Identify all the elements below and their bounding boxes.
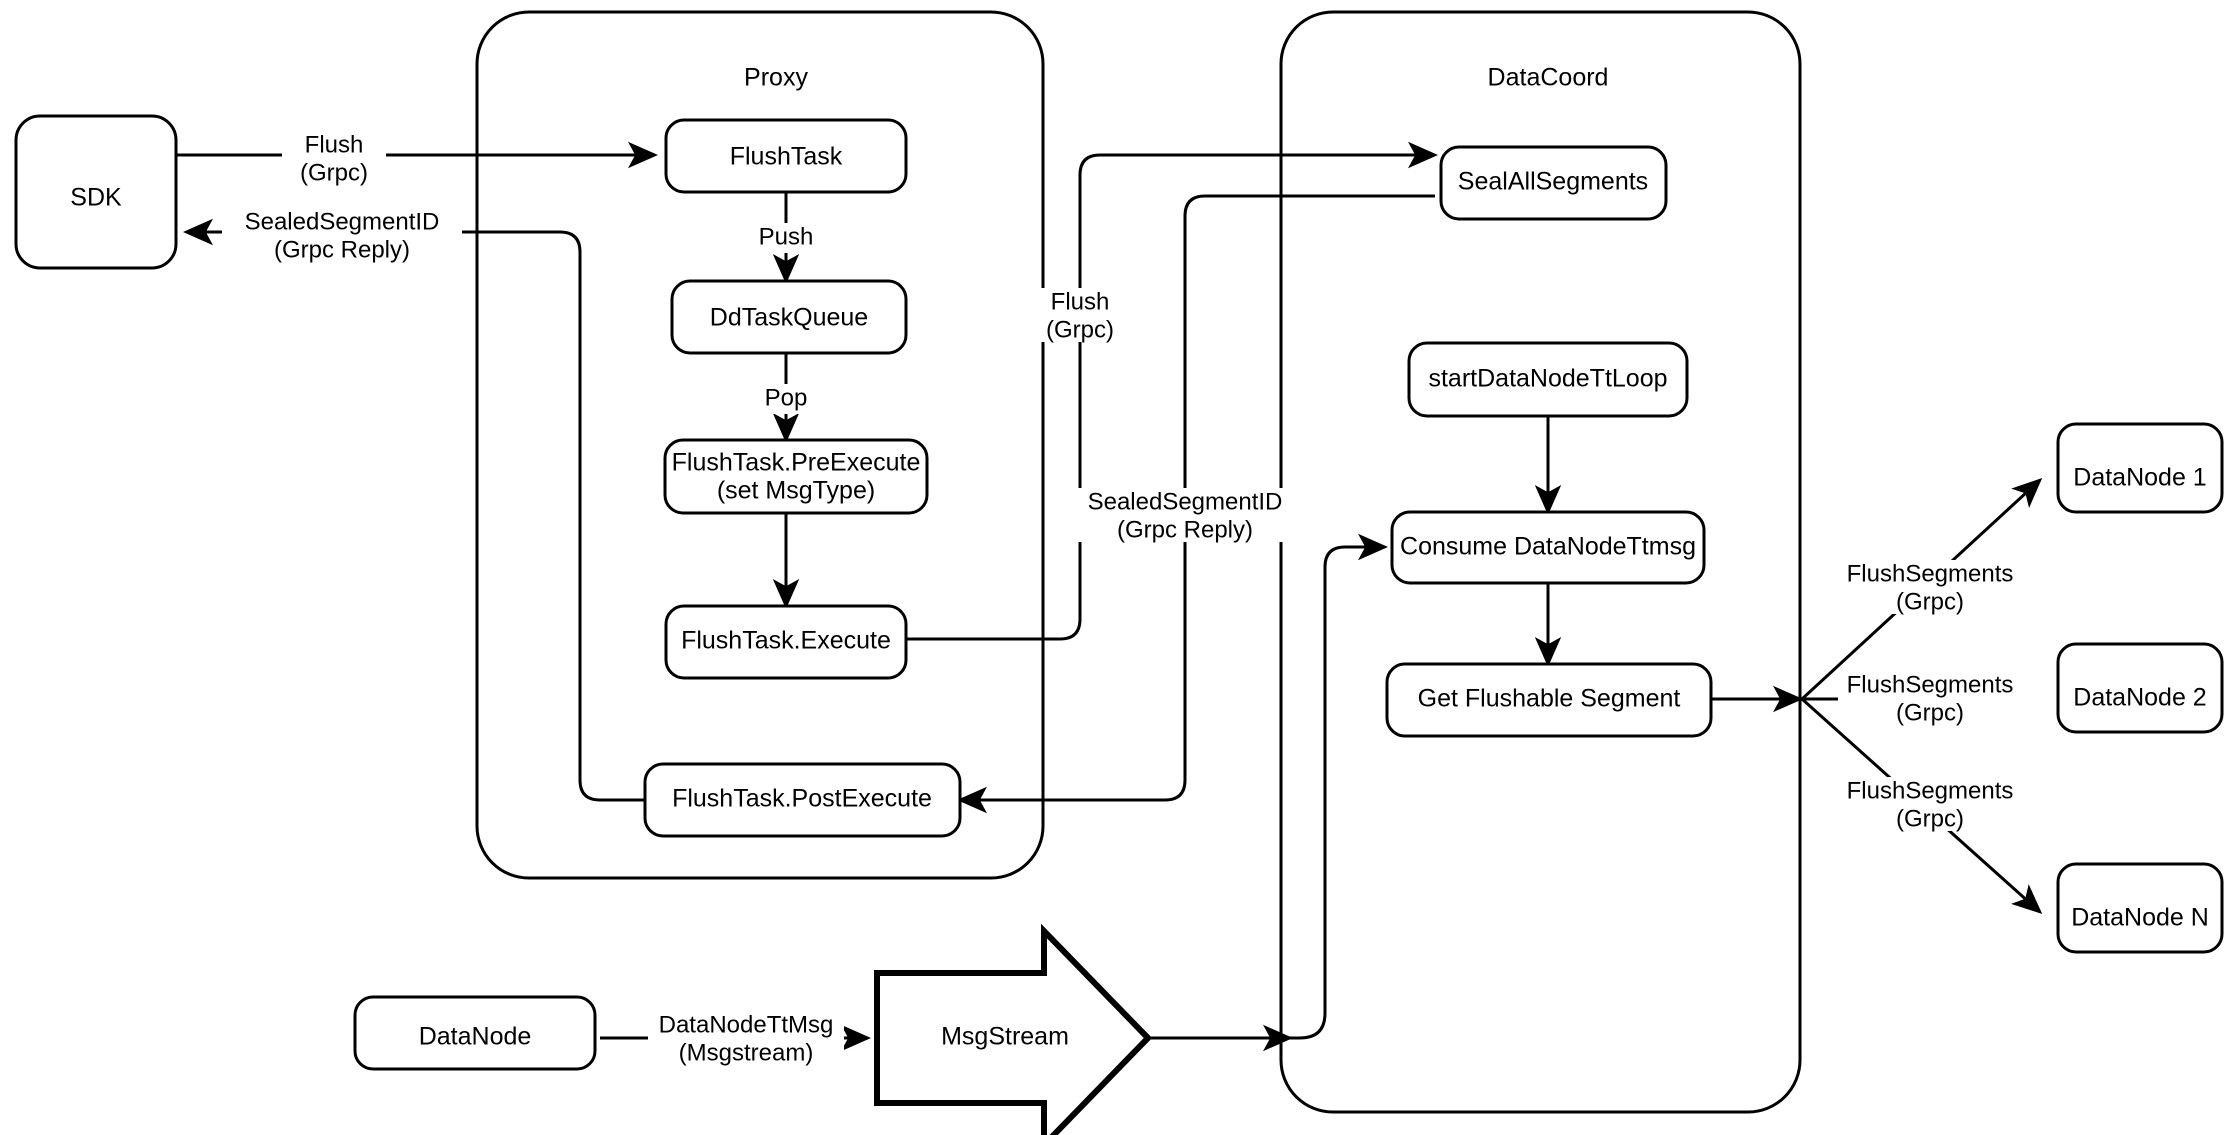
edge-execute-to-sealallsegments: [906, 141, 1438, 641]
edge-label-flush-grpc-sdk: Flush (Grpc): [282, 131, 386, 186]
datanode-source-label: DataNode: [419, 1023, 532, 1051]
datanodettmsg-line2: (Msgstream): [679, 1039, 814, 1066]
node-flush-task-postexecute[interactable]: FlushTask.PostExecute: [643, 762, 962, 838]
node-datanode-1[interactable]: DataNode 1: [2056, 422, 2224, 514]
label-bg: [222, 208, 462, 262]
msgstream-label: MsgStream: [941, 1023, 1069, 1051]
sealallsegments-label: SealAllSegments: [1458, 168, 1648, 196]
flush-grpc-line2: (Grpc): [300, 159, 368, 186]
preexecute-label-line2: (set MsgType): [717, 477, 875, 505]
datanode1-box[interactable]: [2056, 422, 2224, 514]
flushsegments1-line2: (Grpc): [1896, 588, 1964, 615]
flushsegmentsn-line1: FlushSegments: [1847, 777, 2014, 804]
flushtask-label: FlushTask: [730, 143, 843, 171]
edge-label-flush-grpc-datacoord: Flush (Grpc): [1028, 288, 1132, 343]
edge-label-flushsegments-1: FlushSegments (Grpc): [1838, 560, 2052, 615]
getflushablesegment-box[interactable]: [1385, 662, 1713, 738]
flushtask-box[interactable]: [664, 118, 908, 194]
node-start-datanode-tt-loop[interactable]: startDataNodeTtLoop: [1407, 341, 1689, 418]
node-flush-task-execute[interactable]: FlushTask.Execute: [664, 604, 908, 680]
sdk-box[interactable]: [14, 114, 178, 270]
datanode-source-box[interactable]: [353, 995, 597, 1071]
flush-grpc-line1: Flush: [305, 131, 364, 158]
startdatanodettloop-box[interactable]: [1407, 341, 1689, 418]
sealedsegmentid2-line1: SealedSegmentID: [1088, 488, 1283, 515]
label-bg: [1063, 488, 1307, 542]
edge-label-pop: Pop: [756, 384, 816, 414]
node-flush-task[interactable]: FlushTask: [664, 118, 908, 194]
label-bg: [1838, 671, 2052, 725]
msgstream-arrow-shape[interactable]: [874, 923, 1153, 1135]
label-bg: [756, 384, 816, 414]
execute-label: FlushTask.Execute: [681, 627, 891, 655]
consumedatanodettmsg-box[interactable]: [1390, 510, 1706, 585]
datacoord-container-label: DataCoord: [1488, 64, 1609, 92]
label-bg: [282, 131, 386, 185]
label-bg: [1838, 777, 2052, 831]
node-dd-task-queue[interactable]: DdTaskQueue: [670, 279, 908, 355]
node-msgstream[interactable]: MsgStream: [874, 923, 1153, 1135]
edge-postexecute-to-sdk: [183, 218, 645, 802]
push-label: Push: [759, 223, 814, 250]
edge-label-flushsegments-2: FlushSegments (Grpc): [1838, 671, 2052, 726]
flushsegments1-line1: FlushSegments: [1847, 560, 2014, 587]
edge-label-flushsegments-n: FlushSegments (Grpc): [1838, 777, 2052, 832]
label-bg: [648, 1011, 844, 1065]
preexecute-label-line1: FlushTask.PreExecute: [672, 449, 921, 477]
node-datanode-source[interactable]: DataNode: [353, 995, 597, 1071]
edge-datacoord-to-consume: [1290, 533, 1388, 1040]
node-datanode-n[interactable]: DataNode N: [2056, 862, 2224, 954]
label-bg: [1838, 560, 2052, 614]
node-datanode-2[interactable]: DataNode 2: [2056, 642, 2224, 734]
getflushablesegment-label: Get Flushable Segment: [1418, 685, 1681, 713]
pop-label: Pop: [765, 384, 808, 411]
datanoden-box[interactable]: [2056, 862, 2224, 954]
edge-label-push: Push: [752, 223, 820, 253]
node-sdk[interactable]: SDK: [14, 114, 178, 270]
sdk-label: SDK: [70, 184, 122, 212]
sealedsegmentid-line1: SealedSegmentID: [245, 208, 440, 235]
execute-box[interactable]: [664, 604, 908, 680]
flushsegmentsn-line2: (Grpc): [1896, 805, 1964, 832]
ddtaskqueue-label: DdTaskQueue: [710, 304, 868, 332]
sealedsegmentid-line2: (Grpc Reply): [274, 236, 410, 263]
node-consume-datanode-ttmsg[interactable]: Consume DataNodeTtmsg: [1390, 510, 1706, 585]
proxy-container-label: Proxy: [744, 64, 808, 92]
preexecute-box[interactable]: [663, 438, 929, 515]
datanode1-label: DataNode 1: [2073, 464, 2206, 492]
postexecute-box[interactable]: [643, 762, 962, 838]
flush-grpc2-line1: Flush: [1051, 288, 1110, 315]
ddtaskqueue-box[interactable]: [670, 279, 908, 355]
label-bg: [752, 223, 820, 253]
edge-label-sealedsegmentid-sdk: SealedSegmentID (Grpc Reply): [222, 208, 462, 263]
edge-label-sealedsegmentid-datacoord: SealedSegmentID (Grpc Reply): [1063, 488, 1307, 543]
datanodettmsg-line1: DataNodeTtMsg: [659, 1011, 834, 1038]
datanoden-label: DataNode N: [2071, 904, 2209, 932]
label-bg: [1028, 288, 1132, 342]
node-seal-all-segments[interactable]: SealAllSegments: [1439, 145, 1668, 221]
flushsegments2-line1: FlushSegments: [1847, 671, 2014, 698]
sealallsegments-box[interactable]: [1439, 145, 1668, 221]
node-get-flushable-segment[interactable]: Get Flushable Segment: [1385, 662, 1713, 738]
postexecute-label: FlushTask.PostExecute: [672, 785, 932, 813]
consumedatanodettmsg-label: Consume DataNodeTtmsg: [1400, 533, 1696, 561]
flushsegments2-line2: (Grpc): [1896, 699, 1964, 726]
edge-label-datanode-ttmsg: DataNodeTtMsg (Msgstream): [648, 1011, 844, 1066]
startdatanodettloop-label: startDataNodeTtLoop: [1428, 365, 1667, 393]
datanode2-box[interactable]: [2056, 642, 2224, 734]
sealedsegmentid2-line2: (Grpc Reply): [1117, 516, 1253, 543]
node-flush-task-preexecute[interactable]: FlushTask.PreExecute (set MsgType): [663, 438, 929, 515]
flush-grpc2-line2: (Grpc): [1046, 316, 1114, 343]
datanode2-label: DataNode 2: [2073, 684, 2206, 712]
